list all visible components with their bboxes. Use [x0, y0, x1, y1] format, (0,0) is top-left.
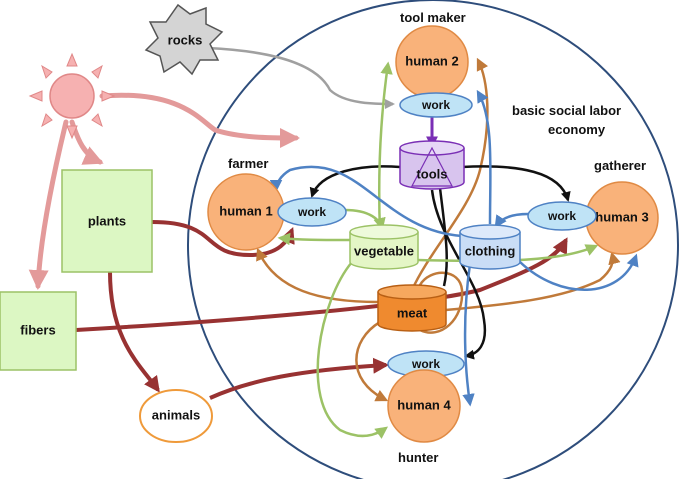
meat-node: meat: [377, 284, 447, 332]
clothing-to-human2-arrow: [476, 89, 492, 225]
economy-boundary: [187, 0, 679, 479]
work1-node: work: [277, 197, 347, 227]
human1-node: human 1: [207, 173, 285, 251]
vegetable-node: vegetable: [349, 224, 419, 270]
work2-label: work: [421, 98, 450, 112]
meat-arrows: [256, 57, 621, 402]
work3-node: work: [527, 201, 597, 231]
hunter-label: hunter: [398, 450, 438, 465]
clothing-node: clothing: [459, 224, 521, 270]
tools-arrows: [309, 165, 571, 360]
fibers-label: fibers: [20, 322, 55, 337]
clothing-to-human3-arrow: [519, 253, 639, 291]
economy-title-line1: basic social labor: [512, 103, 621, 118]
farmer-label: farmer: [228, 156, 268, 171]
meat-to-human4-arrow: [355, 320, 389, 402]
animals-label: animals: [152, 407, 200, 422]
fibers-node: fibers: [0, 291, 77, 371]
meat-to-human1-arrow: [256, 247, 379, 304]
meat-to-human2-arrow: [410, 57, 489, 291]
sun-to-economy-arrow: [99, 92, 300, 148]
clothing-to-human1-arrow: [269, 165, 463, 238]
human4-label: human 4: [397, 397, 451, 412]
tools-label: tools: [416, 166, 447, 181]
clothing-to-human4-arrow: [462, 263, 475, 407]
plants-to-animals-arrow: [108, 271, 160, 393]
vegetable-to-human2-arrow: [378, 61, 393, 233]
clothing-arrows: [269, 89, 639, 407]
rocks-starburst-icon: [144, 3, 224, 76]
meat-to-human3-arrow: [445, 251, 621, 312]
economy-title-line2: economy: [548, 122, 606, 137]
tools-to-meat-arrow: [438, 187, 448, 287]
vegetable-to-human3-arrow: [417, 244, 599, 263]
tools-to-human4-arrow: [430, 189, 487, 360]
work1-label: work: [297, 205, 326, 219]
animals-to-work4-arrow: [209, 357, 390, 400]
meat-loop-arrow: [418, 271, 464, 334]
vegetable-to-human1-arrow: [277, 232, 351, 246]
plants-node: plants: [61, 169, 153, 273]
human4-node: human 4: [387, 369, 461, 443]
animals-node: animals: [139, 389, 213, 443]
work3-label: work: [547, 209, 576, 223]
meat-label: meat: [397, 305, 428, 320]
tools-to-human3-arrow: [461, 165, 571, 202]
rocks-to-work2-arrow: [207, 46, 395, 109]
human2-label: human 2: [405, 53, 458, 68]
plants-label: plants: [88, 213, 126, 228]
vegetable-label: vegetable: [354, 243, 414, 258]
tools-node: tools: [399, 140, 465, 190]
human3-node: human 3: [585, 181, 659, 255]
tool-maker-label: tool maker: [400, 10, 466, 25]
vegetable-to-human4-arrow: [316, 261, 389, 439]
work4-label: work: [411, 357, 440, 371]
tools-triangle-icon: [411, 146, 453, 187]
clothing-label: clothing: [465, 243, 516, 258]
human2-node: human 2: [395, 25, 469, 99]
sun-icon: [28, 52, 116, 140]
human1-label: human 1: [219, 203, 272, 218]
rocks-node: rocks: [144, 3, 224, 76]
work3-to-clothing-arrow: [494, 212, 529, 229]
sun-to-fibers-arrow: [28, 119, 69, 290]
human3-label: human 3: [595, 209, 648, 224]
tools-to-human1-arrow: [309, 165, 401, 198]
work2-node: work: [399, 92, 473, 118]
rocks-label: rocks: [168, 32, 203, 47]
gatherer-label: gatherer: [594, 158, 646, 173]
